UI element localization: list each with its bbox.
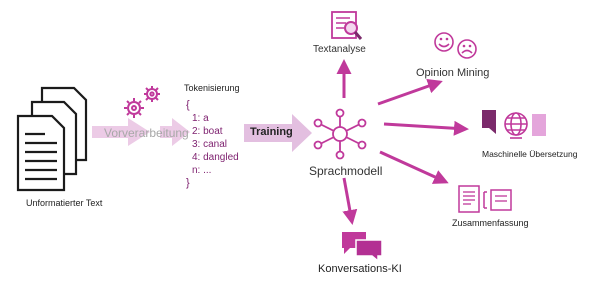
chat-bubbles-icon [342, 232, 383, 262]
arrow-to-translation [383, 120, 469, 136]
documents-icon [16, 86, 88, 192]
tokens-open-brace: { [186, 99, 190, 111]
arrow-to-conversational-ai [342, 177, 358, 225]
token-item: 4: dangled [192, 152, 239, 163]
text-analysis-label: Textanalyse [313, 44, 366, 55]
opinion-mining-label: Opinion Mining [416, 67, 490, 79]
token-item: 3: canal [192, 139, 228, 150]
tokens-close-brace: } [186, 177, 190, 189]
summarization-icon [458, 185, 512, 213]
text-analysis-icon [331, 11, 363, 40]
input-label: Unformatierter Text [26, 198, 103, 208]
preprocessing-label: Vorverarbeitung [104, 126, 189, 140]
arrow-to-opinion-mining [377, 78, 443, 106]
smiley-faces-icon [434, 32, 477, 59]
token-item: n: ... [192, 165, 212, 176]
gears-icon [124, 86, 160, 118]
token-item: 1: a [192, 113, 209, 124]
arrow-training [244, 114, 312, 152]
conversational-ai-label: Konversations-KI [318, 263, 402, 275]
training-label: Training [250, 126, 293, 138]
arrow-input-to-preprocessing [92, 118, 150, 146]
summarization-label: Zusammenfassung [452, 218, 529, 228]
translation-label: Maschinelle Übersetzung [482, 149, 578, 159]
token-item: 2: boat [192, 126, 223, 137]
arrow-to-summarization [379, 150, 449, 184]
model-label: Sprachmodell [309, 164, 383, 178]
translation-icon [482, 110, 546, 139]
tokens-title: Tokenisierung [184, 83, 240, 93]
arrow-preprocessing-to-tokens [160, 118, 190, 146]
network-hub-icon [313, 108, 367, 160]
